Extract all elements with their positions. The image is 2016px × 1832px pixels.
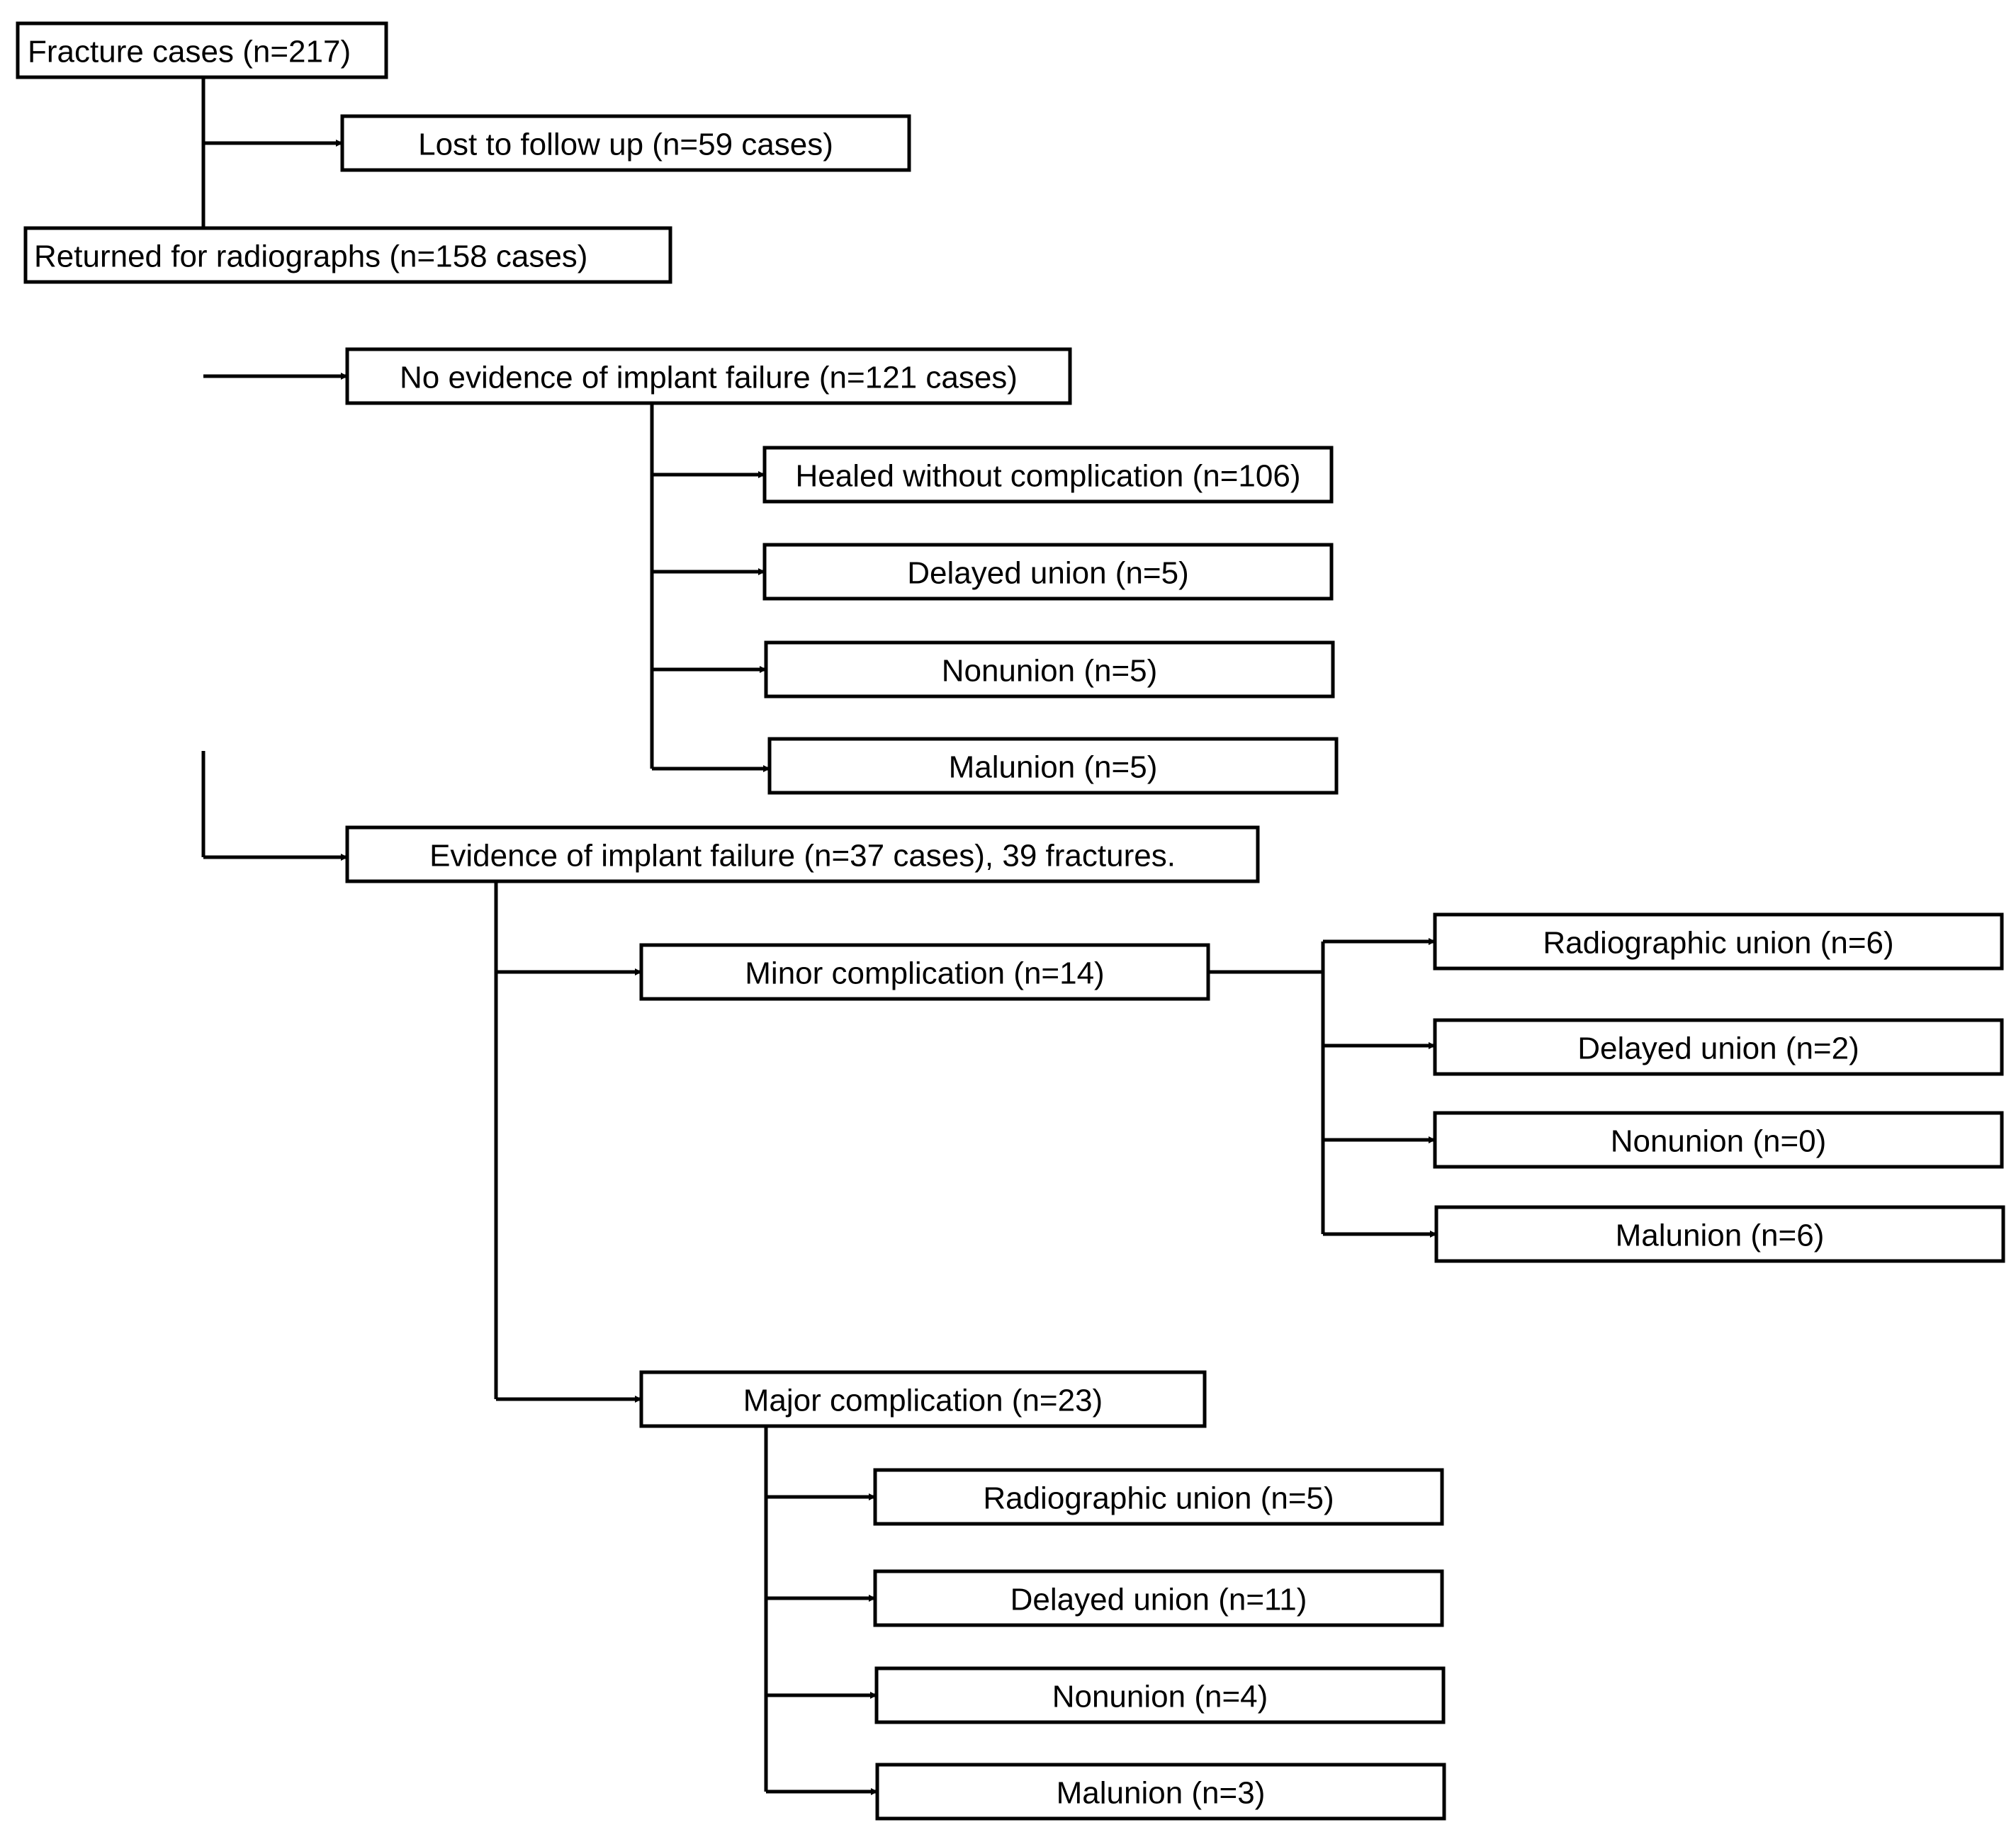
node-label: Evidence of implant failure (n=37 cases)… bbox=[429, 839, 1176, 873]
node-major-radiographic-union: Radiographic union (n=5) bbox=[873, 1468, 1444, 1526]
node-minor-radiographic-union: Radiographic union (n=6) bbox=[1433, 912, 2004, 971]
node-returned-for-radiographs: Returned for radiographs (n=158 cases) bbox=[23, 226, 672, 284]
node-box bbox=[762, 446, 1334, 504]
node-label: Major complication (n=23) bbox=[743, 1384, 1103, 1418]
node-box bbox=[1433, 912, 2004, 971]
node-major-malunion: Malunion (n=3) bbox=[875, 1763, 1446, 1821]
node-major-complication: Major complication (n=23) bbox=[639, 1370, 1207, 1428]
node-label: Nonunion (n=5) bbox=[942, 654, 1158, 689]
node-label: Lost to follow up (n=59 cases) bbox=[418, 128, 833, 162]
node-no-failure-nonunion: Nonunion (n=5) bbox=[764, 640, 1335, 699]
node-box bbox=[1434, 1205, 2005, 1263]
node-major-nonunion: Nonunion (n=4) bbox=[874, 1666, 1446, 1724]
node-no-implant-failure: No evidence of implant failure (n=121 ca… bbox=[345, 347, 1072, 405]
node-label: No evidence of implant failure (n=121 ca… bbox=[400, 361, 1018, 395]
node-box bbox=[639, 1370, 1207, 1428]
node-label: Healed without complication (n=106) bbox=[796, 459, 1301, 494]
node-box bbox=[875, 1763, 1446, 1821]
node-label: Minor complication (n=14) bbox=[745, 956, 1104, 991]
node-box bbox=[1433, 1018, 2004, 1076]
node-box bbox=[873, 1468, 1444, 1526]
node-label: Malunion (n=3) bbox=[1057, 1776, 1266, 1811]
node-minor-complication: Minor complication (n=14) bbox=[639, 943, 1210, 1001]
node-minor-malunion: Malunion (n=6) bbox=[1434, 1205, 2005, 1263]
node-label: Radiographic union (n=6) bbox=[1543, 926, 1893, 961]
node-major-delayed-union: Delayed union (n=11) bbox=[873, 1569, 1444, 1627]
node-box bbox=[873, 1569, 1444, 1627]
node-label: Fracture cases (n=217) bbox=[28, 35, 351, 69]
node-lost-to-follow-up: Lost to follow up (n=59 cases) bbox=[340, 114, 911, 172]
node-box bbox=[767, 737, 1339, 795]
node-box bbox=[762, 543, 1334, 601]
node-box bbox=[16, 21, 388, 79]
node-label: Delayed union (n=11) bbox=[1010, 1583, 1307, 1617]
connectors bbox=[201, 77, 1437, 1795]
node-box bbox=[874, 1666, 1446, 1724]
node-box bbox=[639, 943, 1210, 1001]
node-box bbox=[23, 226, 672, 284]
nodes: Fracture cases (n=217) Lost to follow up … bbox=[16, 21, 2005, 1821]
node-box bbox=[764, 640, 1335, 699]
node-no-failure-delayed-union: Delayed union (n=5) bbox=[762, 543, 1334, 601]
node-box bbox=[340, 114, 911, 172]
node-label: Delayed union (n=5) bbox=[907, 556, 1188, 591]
node-minor-nonunion: Nonunion (n=0) bbox=[1433, 1111, 2004, 1169]
node-label: Nonunion (n=0) bbox=[1611, 1124, 1827, 1159]
node-no-failure-malunion: Malunion (n=5) bbox=[767, 737, 1339, 795]
node-box bbox=[345, 347, 1072, 405]
node-box bbox=[345, 825, 1260, 883]
node-label: Delayed union (n=2) bbox=[1577, 1031, 1859, 1066]
node-label: Radiographic union (n=5) bbox=[983, 1481, 1334, 1516]
node-label: Nonunion (n=4) bbox=[1052, 1680, 1268, 1714]
node-label: Returned for radiographs (n=158 cases) bbox=[34, 239, 587, 274]
node-box bbox=[1433, 1111, 2004, 1169]
node-healed-without-complication: Healed without complication (n=106) bbox=[762, 446, 1334, 504]
node-minor-delayed-union: Delayed union (n=2) bbox=[1433, 1018, 2004, 1076]
node-label: Malunion (n=5) bbox=[949, 750, 1158, 785]
node-implant-failure: Evidence of implant failure (n=37 cases)… bbox=[345, 825, 1260, 883]
node-fracture-cases: Fracture cases (n=217) bbox=[16, 21, 388, 79]
node-label: Malunion (n=6) bbox=[1616, 1218, 1825, 1253]
